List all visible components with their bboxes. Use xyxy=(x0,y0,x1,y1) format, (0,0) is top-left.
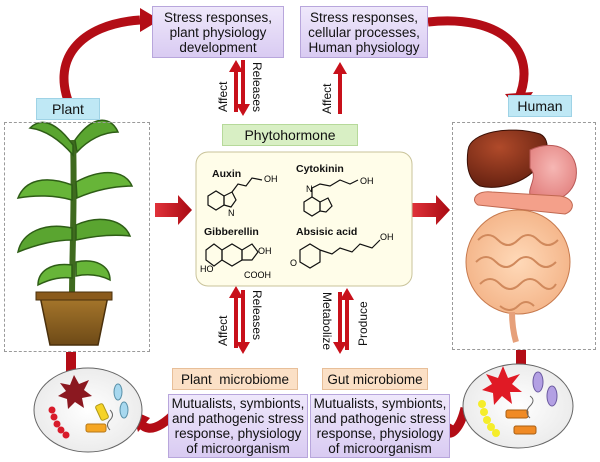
plant-microbiome-box: Mutualists, symbionts, and pathogenic st… xyxy=(168,394,308,458)
plant-effects-line-2: plant physiology xyxy=(169,24,267,40)
human-effects-line-3: Human physiology xyxy=(308,39,420,55)
auxin-structure xyxy=(207,177,263,211)
human-panel xyxy=(452,122,596,350)
gut-microbiome-label: Gut microbiome xyxy=(322,368,428,390)
abscisic-o: O xyxy=(290,258,298,268)
phytohormone-label: Phytohormone xyxy=(222,124,358,146)
releases-label-bottom-left: Releases xyxy=(250,290,264,341)
human-organs-illustration xyxy=(465,129,577,343)
plant-illustration xyxy=(16,119,134,346)
gut-microbiome-line-3: response, physiology xyxy=(316,426,444,441)
produce-label-bottom-right: Produce xyxy=(356,301,370,346)
gut-microbiome-line-4: of microorganism xyxy=(328,441,432,456)
plant-microbiome-line-3: response, physiology xyxy=(174,426,302,441)
plant-microbiome-line-2: and pathogenic stress xyxy=(171,411,305,426)
plant-panel xyxy=(4,122,150,352)
cytokinin-name: Cytokinin xyxy=(296,163,344,175)
affect-label-top-left: Affect xyxy=(216,81,230,112)
auxin-name: Auxin xyxy=(212,168,242,180)
gut-microbiome-box: Mutualists, symbionts, and pathogenic st… xyxy=(310,394,450,458)
phytohormone-panel xyxy=(195,151,413,287)
plant-microbiome-line-4: of microorganism xyxy=(186,441,290,456)
absisic-name: Absisic acid xyxy=(296,226,358,238)
metabolize-label-bottom-right: Metabolize xyxy=(320,292,334,351)
releases-label-top-left: Releases xyxy=(250,62,264,113)
plant-effects-line-3: development xyxy=(179,39,257,55)
affect-label-top-right: Affect xyxy=(320,83,334,114)
cytokinin-n: N xyxy=(306,184,313,194)
gut-microbiome-line-2: and pathogenic stress xyxy=(313,411,447,426)
gibberellin-ho: HO xyxy=(200,264,214,274)
plant-microbe-cell xyxy=(33,367,143,453)
plant-effects-box: Stress responses, plant physiology devel… xyxy=(152,6,284,58)
gut-microbiome-line-1: Mutualists, symbionts, xyxy=(313,396,447,411)
human-effects-line-1: Stress responses, xyxy=(309,9,419,25)
curved-arrow-top-right xyxy=(427,16,529,102)
human-effects-box: Stress responses, cellular processes, Hu… xyxy=(300,6,428,58)
human-effects-line-2: cellular processes, xyxy=(308,24,420,40)
auxin-oh: OH xyxy=(264,174,278,184)
plant-label: Plant xyxy=(36,98,100,120)
plant-microbiome-label: Plant microbiome xyxy=(172,368,298,390)
gibberellin-structure xyxy=(205,243,259,267)
auxin-nh: N xyxy=(228,208,235,218)
plant-effects-line-1: Stress responses, xyxy=(163,9,273,25)
abscisic-oh: OH xyxy=(380,232,394,242)
arrow-phytohormone-to-human xyxy=(412,195,450,225)
plant-microbiome-line-1: Mutualists, symbionts, xyxy=(171,396,305,411)
human-label: Human xyxy=(508,95,572,117)
affect-label-bottom-left: Affect xyxy=(216,315,230,346)
curved-arrow-top-left xyxy=(59,15,141,112)
arrowhead-top-left xyxy=(140,8,160,32)
cytokinin-oh: OH xyxy=(360,176,374,186)
gut-microbe-cell xyxy=(462,363,574,449)
abscisic-structure xyxy=(299,239,381,269)
gibberellin-cooh: COOH xyxy=(244,270,271,280)
gibberellin-name: Gibberellin xyxy=(204,226,259,238)
arrow-plant-to-phytohormone xyxy=(155,195,192,225)
cytokinin-structure xyxy=(303,179,359,217)
gibberellin-oh: OH xyxy=(258,246,272,256)
